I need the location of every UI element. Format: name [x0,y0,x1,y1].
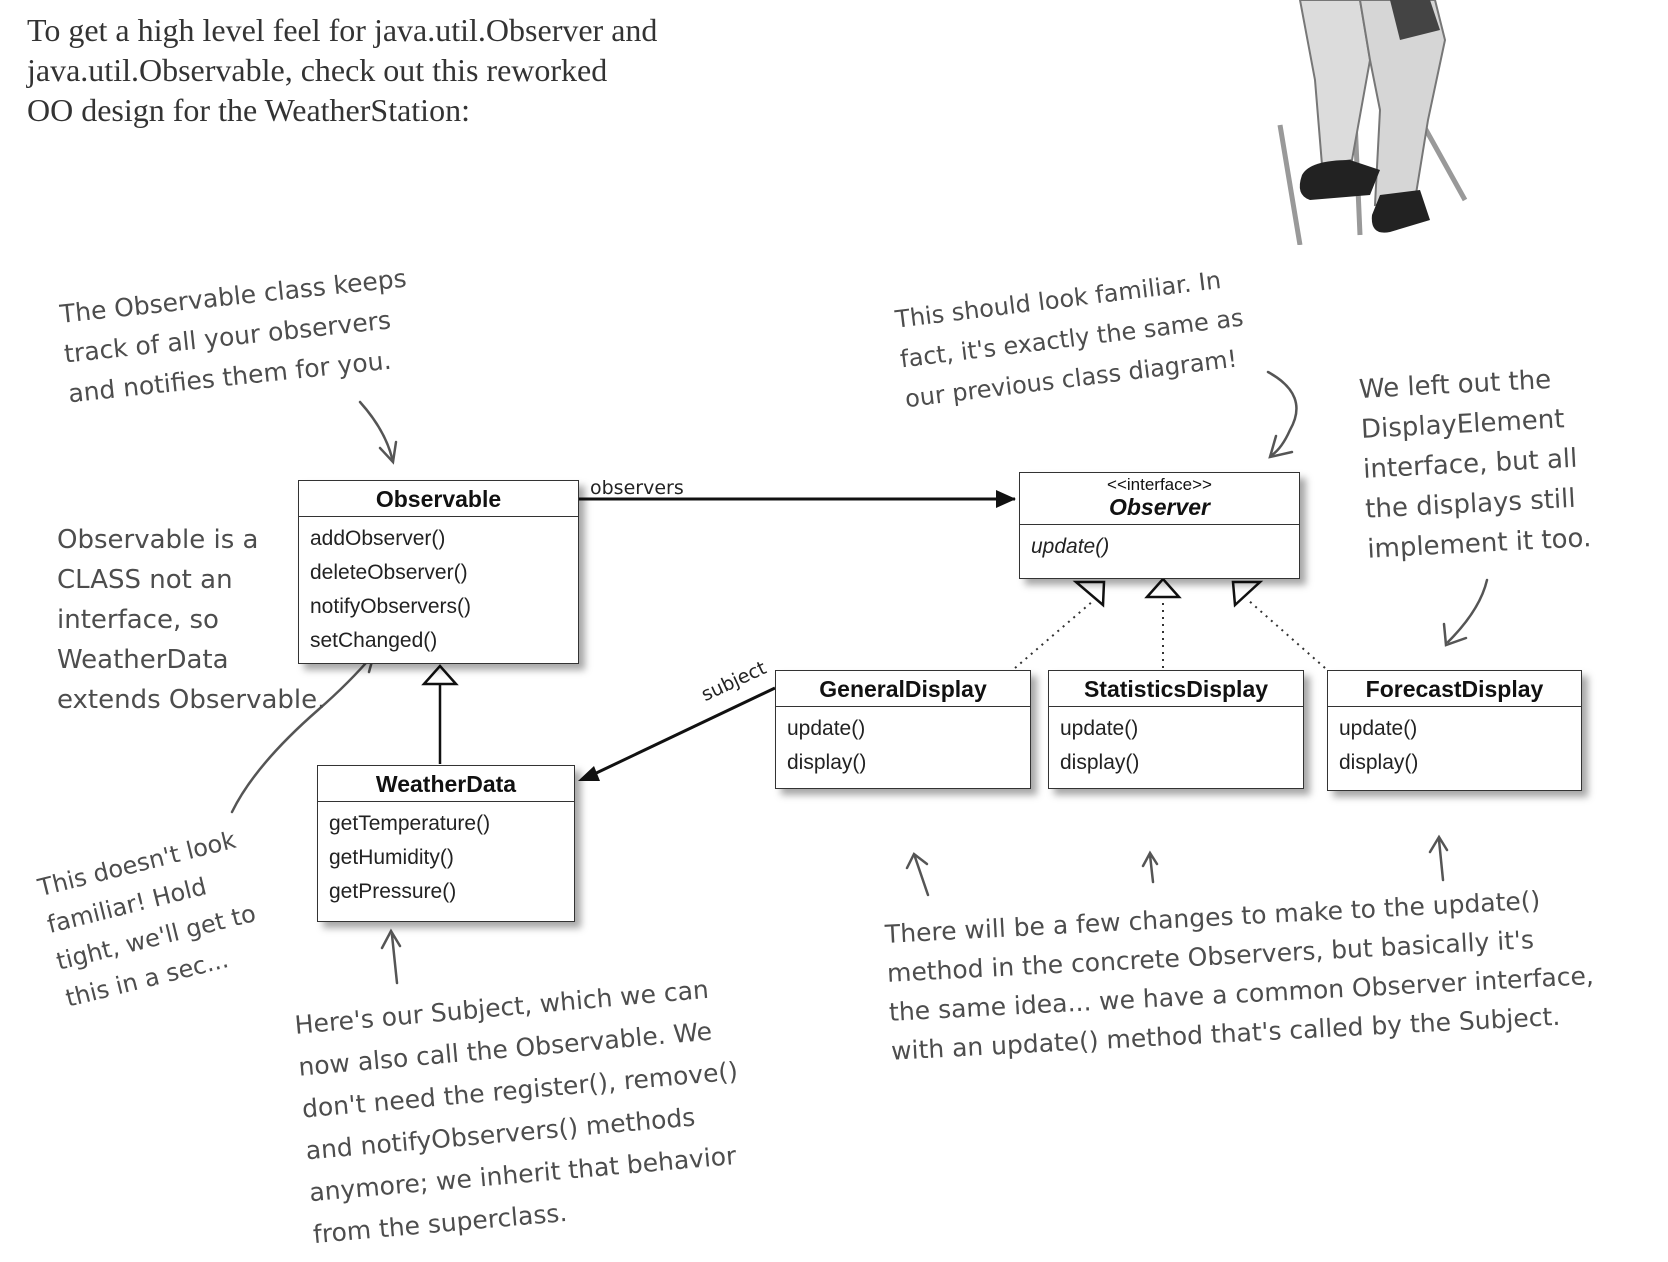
arrow-statistics [1148,853,1155,884]
forecastdisplay-class-box: ForecastDisplay update() display() [1327,670,1582,791]
seated-person-illustration [1277,0,1468,245]
class-name: ForecastDisplay [1328,671,1581,707]
arrow-left-out-note [1446,578,1489,644]
class-name: Observable [299,481,578,517]
note-line: WeatherData [57,645,229,675]
note-line: extends Observable. [57,685,326,715]
class-name: StatisticsDisplay [1049,671,1303,707]
arrow-forecast [1437,838,1445,882]
observable-class-box: Observable addObserver() deleteObserver(… [298,480,579,664]
method: notifyObservers() [310,595,472,618]
method: getPressure() [329,880,457,903]
method: getTemperature() [329,812,491,835]
arrow-observable-note [358,400,394,460]
note-line: interface, so [57,605,219,635]
method: deleteObserver() [310,561,468,584]
class-name: Observer [1108,494,1210,520]
method: display() [787,751,867,774]
interface-header: <<interface>> Observer [1020,473,1299,525]
general-implements-line [1014,600,1094,669]
forecast-implements-line [1247,599,1326,669]
observers-label: observers [590,477,684,499]
observer-interface-box: <<interface>> Observer update() [1019,472,1300,579]
stereotype-label: <<interface>> [1107,475,1212,494]
method-list: update() display() [1328,707,1581,790]
class-name: GeneralDisplay [776,671,1030,707]
handdrawn-arrows [230,370,1489,985]
method: update() [1031,535,1110,558]
intro-line: OO design for the WeatherStation: [27,92,470,128]
intro-text: To get a high level feel for java.util.O… [27,10,727,130]
arrow-setchanged [230,654,374,814]
note-subject: Here's our Subject, which we can now als… [293,967,751,1256]
method: display() [1339,751,1419,774]
generaldisplay-class-box: GeneralDisplay update() display() [775,670,1031,789]
method-list: getTemperature() getHumidity() getPressu… [318,802,574,921]
note-left-out: We left out the DisplayElement interface… [1358,358,1592,569]
inheritance-triangle [421,664,459,686]
method: update() [787,717,866,740]
method: update() [1060,717,1139,740]
intro-line: java.util.Observable, check out this rew… [27,52,608,88]
method: setChanged() [310,629,438,652]
method-list: update() [1020,525,1299,578]
arrow-general [913,855,930,897]
arrow-familiar-note [1266,370,1298,457]
note-line: CLASS not an [57,565,233,595]
method-list: addObserver() deleteObserver() notifyObs… [299,517,578,663]
note-line: Observable is a [57,525,259,555]
method: display() [1060,751,1140,774]
method: update() [1339,717,1418,740]
class-name: WeatherData [318,766,574,802]
statisticsdisplay-class-box: StatisticsDisplay update() display() [1048,670,1304,789]
arrow-weatherdata [390,933,399,985]
intro-line: To get a high level feel for java.util.O… [27,12,658,48]
note-is-class: Observable is a CLASS not an interface, … [57,520,325,720]
weatherdata-class-box: WeatherData getTemperature() getHumidity… [317,765,575,922]
method: addObserver() [310,527,446,550]
subject-association [589,686,776,778]
method-list: update() display() [1049,707,1303,788]
method: getHumidity() [329,846,454,869]
method-list: update() display() [776,707,1030,788]
